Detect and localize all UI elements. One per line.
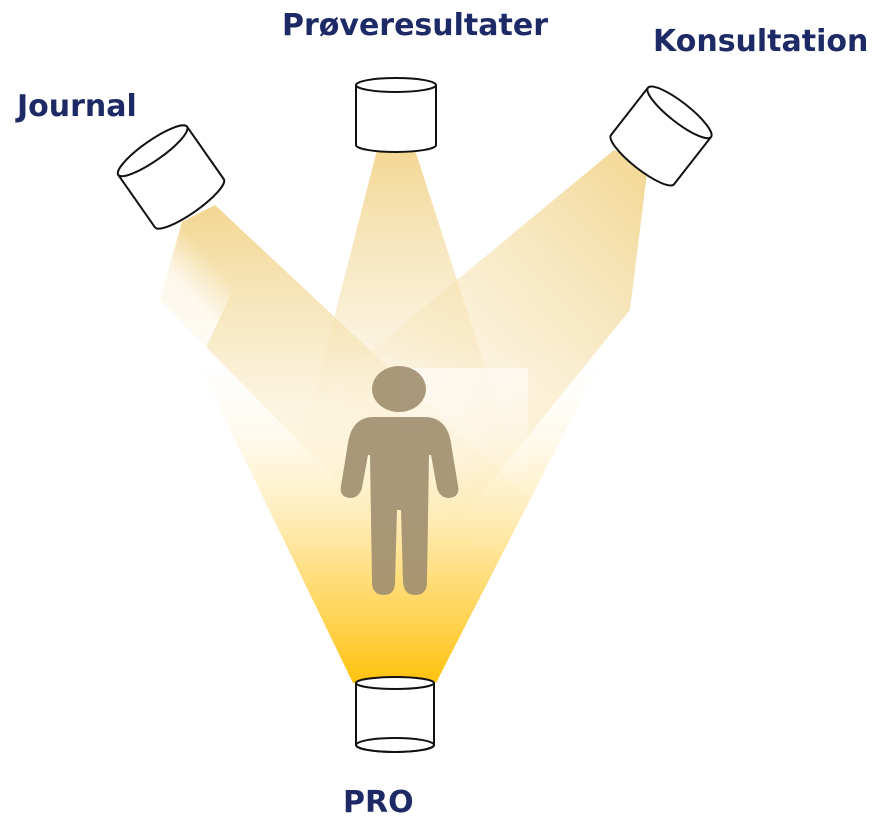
pro-label: PRO bbox=[343, 785, 414, 820]
konsultation-label: Konsultation bbox=[653, 24, 869, 59]
journal-label: Journal bbox=[17, 89, 137, 124]
proveresultater-label: Prøveresultater bbox=[282, 8, 549, 43]
person-head bbox=[372, 366, 426, 412]
proveresultater-lamp-icon bbox=[355, 77, 437, 153]
person-icon bbox=[340, 366, 459, 595]
journal-lamp-icon bbox=[116, 124, 226, 230]
konsultation-lamp-icon bbox=[609, 85, 713, 187]
person-body bbox=[340, 417, 459, 595]
pro-lamp-icon bbox=[355, 676, 435, 753]
